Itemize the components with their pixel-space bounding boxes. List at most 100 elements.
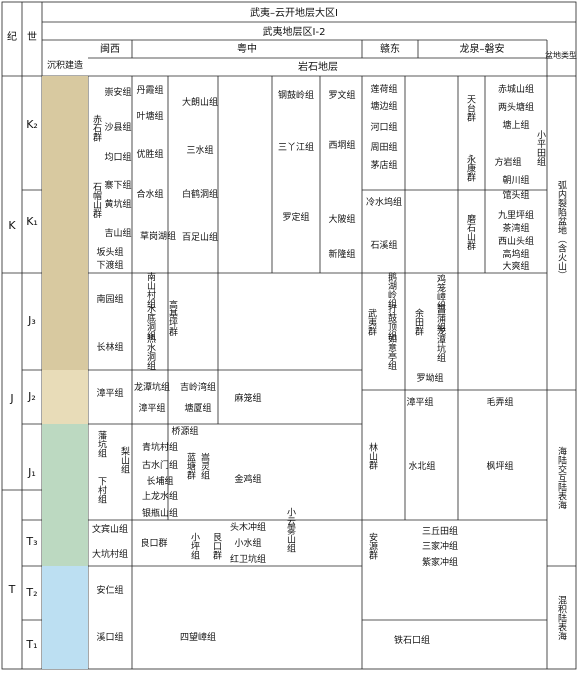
unit-yz-3: 合水组 — [136, 188, 163, 200]
unit-gd-8: 鹅湖岭组 — [386, 271, 397, 308]
unit-gd-5: 冷水坞组 — [366, 196, 402, 208]
vertical-group-labels: 赤石群 石帽山群 藩坑组 梨山组 下村组 南山村组 水底洞组 热水洞组 高基坪群… — [91, 95, 546, 561]
unit-yz-14: 漳平组 — [138, 402, 165, 414]
unit-lq-10: 九里坪组 — [498, 209, 534, 221]
unit-yz-2: 优胜组 — [136, 148, 163, 160]
unit-yz-32: 红卫坑组 — [230, 553, 266, 565]
header-yanshi: 岩石地层 — [298, 60, 338, 73]
epoch-t1: T₁ — [25, 638, 37, 651]
unit-minxi-15: 下村组 — [96, 477, 107, 504]
unit-minxi-6: 石帽山群 — [91, 182, 102, 219]
unit-yz-12: 高基坪群 — [167, 299, 178, 337]
unit-gd-17: 林山群 — [367, 441, 378, 470]
unit-yz-25: 嵩灵组 — [199, 452, 210, 479]
unit-gd-7: 武夷群 — [366, 307, 377, 336]
header-basin-type: 盆地类型 — [545, 50, 577, 60]
unit-yz-0: 丹霞组 — [136, 84, 163, 96]
header-region-yuezhong: 粤中 — [237, 42, 257, 55]
periods-epochs: K J T K₂ K₁ J₃ J₂ J₁ T₃ T₂ T₁ — [8, 118, 38, 651]
epoch-j3: J₃ — [27, 314, 36, 327]
unit-yz-17: 麻笼组 — [234, 392, 261, 404]
unit-lq-12: 西山头组 — [498, 235, 534, 247]
unit-gd-14: 龙潭坑组 — [435, 325, 446, 362]
header-col-era: 纪 — [7, 31, 17, 43]
unit-gd-13: 菖蒲组 — [435, 303, 446, 331]
unit-lq-5: 方岩组 — [494, 156, 521, 168]
epoch-j1: J₁ — [27, 466, 36, 479]
epoch-k2: K₂ — [26, 118, 38, 131]
unit-gd-20: 三丘田组 — [422, 525, 458, 537]
unit-mid-2: 三丫江组 — [278, 141, 314, 153]
unit-yz-31: 小水组 — [234, 537, 261, 549]
unit-lq-15: 毛弄组 — [486, 396, 513, 408]
unit-gd-22: 紫家冲组 — [422, 556, 458, 568]
unit-yz-13: 龙潭坑组 — [134, 381, 170, 393]
unit-minxi-17: 大坑村组 — [92, 548, 128, 560]
header-row1: 武夷–云开地层大区Ⅰ — [250, 6, 338, 19]
unit-mid-4: 罗定组 — [282, 211, 309, 223]
unit-lq-3: 塘上组 — [502, 119, 529, 131]
unit-yz-21: 长埔组 — [146, 475, 173, 487]
unit-gd-21: 三家冲组 — [422, 540, 458, 552]
unit-yz-33: 小云雾山组 — [285, 507, 296, 552]
epoch-t3: T₃ — [25, 535, 37, 548]
unit-minxi-0: 崇安组 — [104, 86, 131, 98]
unit-lq-1: 赤城山组 — [498, 83, 534, 95]
header-labels: 武夷–云开地层大区Ⅰ 武夷地层区Ⅰ-2 纪 世 沉积建造 盆地类型 闽西 粤中 … — [7, 6, 577, 73]
unit-lq-11: 茶湾组 — [502, 222, 529, 234]
unit-minxi-11: 长林组 — [96, 341, 123, 353]
unit-gd-2: 河口组 — [370, 121, 397, 133]
unit-minxi-1: 沙县组 — [104, 121, 131, 133]
unit-yz-15: 吉岭湾组 — [180, 381, 216, 393]
column-fill-patterns — [42, 76, 88, 669]
basin-mixed-epicontinental: 混积陆表海 — [556, 595, 567, 641]
unit-mid-0: 钢鼓岭组 — [278, 89, 314, 101]
unit-yz-7: 白鹤洞组 — [182, 188, 218, 200]
header-col-epoch: 世 — [27, 31, 37, 43]
unit-yz-27: 良口群 — [140, 537, 167, 549]
unit-lq-13: 高坞组 — [502, 248, 529, 260]
unit-gd-16: 漳平组 — [406, 396, 433, 408]
unit-yz-22: 上龙水组 — [142, 490, 178, 502]
unit-yz-29: 艮口群 — [211, 532, 222, 560]
unit-minxi-14: 梨山组 — [119, 445, 130, 473]
header-col-sed: 沉积建造 — [47, 59, 83, 71]
unit-yz-4: 草岗湖组 — [140, 230, 176, 242]
unit-yz-10: 水底洞组 — [145, 303, 156, 340]
unit-minxi-3: 均口组 — [104, 151, 131, 163]
unit-minxi-13: 藩坑组 — [96, 429, 107, 457]
unit-yz-16: 塘厦组 — [184, 402, 211, 414]
unit-labels: 崇安组 沙县组 均口组 寨下组 黄坑组 吉山组 坂头组 下渡组 南园组 长林组 … — [92, 83, 534, 646]
unit-mid-3: 西垌组 — [328, 139, 355, 151]
unit-lq-16: 枫坪组 — [486, 460, 513, 472]
basin-marine-continental: 海陆交互陆表海 — [556, 445, 567, 510]
unit-yz-19: 青坑村组 — [142, 441, 178, 453]
period-j: J — [9, 392, 13, 405]
unit-gd-3: 周田组 — [370, 141, 397, 153]
unit-minxi-2: 赤石群 — [91, 114, 102, 142]
header-region-minxi: 闽西 — [100, 42, 120, 55]
unit-gd-10: 如意亭组 — [386, 333, 397, 370]
unit-lq-6: 小平田组 — [535, 130, 546, 166]
unit-gd-6: 石溪组 — [370, 239, 397, 251]
unit-yz-20: 古水门组 — [142, 459, 178, 471]
epoch-t2: T₂ — [25, 586, 37, 599]
unit-gd-0: 莲荷组 — [370, 83, 397, 95]
basin-arc-rift: 弧内裂陷盆地（含火山） — [556, 179, 567, 279]
unit-minxi-12: 漳平组 — [96, 387, 123, 399]
unit-mid-1: 罗文组 — [328, 89, 355, 101]
unit-yz-5: 大朗山组 — [182, 96, 218, 108]
unit-lq-0: 天台群 — [465, 95, 476, 123]
unit-minxi-4: 寨下组 — [104, 179, 131, 191]
unit-lq-4: 永康群 — [465, 153, 476, 182]
unit-gd-4: 茅店组 — [370, 159, 397, 171]
unit-minxi-19: 溪口组 — [96, 631, 123, 643]
unit-minxi-5: 黄坑组 — [104, 198, 131, 210]
unit-lq-8: 馆头组 — [502, 189, 529, 201]
header-region-gandong: 赣东 — [380, 42, 400, 55]
unit-minxi-16: 文宾山组 — [92, 523, 128, 535]
unit-yz-18: 桥源组 — [171, 425, 198, 437]
unit-lq-2: 两头塘组 — [498, 101, 534, 113]
unit-gd-19: 安源群 — [367, 531, 378, 560]
unit-yz-1: 叶塘组 — [136, 110, 163, 122]
